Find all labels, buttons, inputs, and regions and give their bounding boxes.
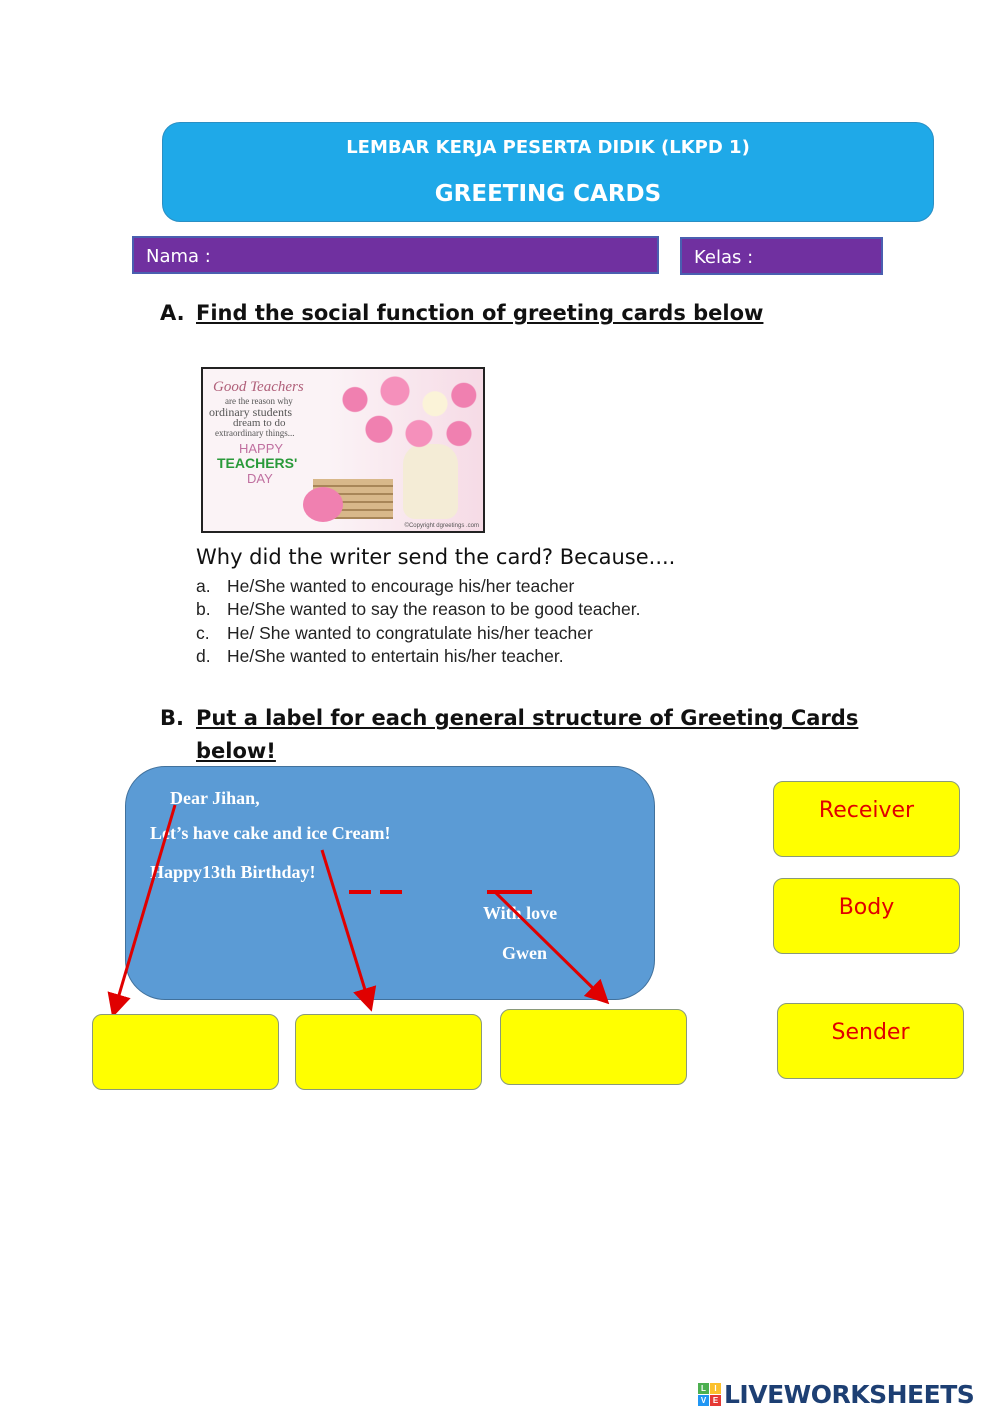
nama-field[interactable]: Nama :: [132, 236, 659, 274]
option-a[interactable]: a. He/She wanted to encourage his/her tea…: [196, 576, 574, 597]
card-closing: With love: [483, 903, 558, 923]
logo-text: LIVEWORKSHEETS: [724, 1380, 975, 1409]
section-b-title-cont: below!: [196, 739, 276, 763]
card-image-text: Good Teachers: [213, 379, 304, 395]
option-text: He/ She wanted to congratulate his/her t…: [227, 623, 593, 643]
option-letter: d.: [196, 646, 211, 666]
arrow-to-box-3: [493, 890, 610, 1005]
option-b[interactable]: b. He/She wanted to say the reason to be …: [196, 599, 640, 620]
option-letter: b.: [196, 599, 211, 619]
section-a-letter: A.: [160, 301, 185, 325]
teachers-day-card-image: Good Teachers are the reason why ordinar…: [201, 367, 485, 533]
option-c[interactable]: c. He/ She wanted to congratulate his/her…: [196, 623, 593, 644]
card-body-line2: Happy13th Birthday!: [150, 862, 316, 882]
answer-drop-box-3[interactable]: [500, 1009, 687, 1085]
card-image-copyright: ©Copyright dgreetings .com: [404, 523, 479, 529]
card-image-text: dream to do: [233, 417, 286, 429]
card-image-text: ordinary students: [209, 405, 292, 419]
section-b-title: Put a label for each general structure o…: [196, 706, 859, 730]
label-sender[interactable]: Sender: [777, 1003, 964, 1079]
option-text: He/She wanted to say the reason to be go…: [227, 599, 641, 619]
card-image-text: extraordinary things...: [215, 428, 295, 438]
card-image-text: HAPPY: [239, 441, 284, 456]
arrow-to-box-2: [320, 849, 377, 1012]
arrow-to-box-1: [107, 804, 177, 1018]
answer-drop-box-2[interactable]: [295, 1014, 482, 1090]
option-d[interactable]: d. He/She wanted to entertain his/her tea…: [196, 646, 564, 667]
card-image-text: are the reason why: [225, 396, 293, 406]
logo-letter: L: [698, 1383, 709, 1394]
logo-letter: V: [698, 1395, 709, 1406]
logo-icon: L I V E: [698, 1383, 721, 1406]
section-b-letter: B.: [160, 706, 184, 730]
header-banner: LEMBAR KERJA PESERTA DIDIK (LKPD 1) GREE…: [162, 122, 934, 222]
option-letter: a.: [196, 576, 211, 596]
option-text: He/She wanted to entertain his/her teach…: [227, 646, 564, 666]
header-title: GREETING CARDS: [434, 181, 662, 207]
option-letter: c.: [196, 623, 210, 643]
option-text: He/She wanted to encourage his/her teach…: [227, 576, 575, 596]
card-image-text: TEACHERS': [217, 455, 298, 471]
logo-letter: E: [710, 1395, 721, 1406]
kelas-field[interactable]: Kelas :: [680, 237, 883, 275]
question-text: Why did the writer send the card? Becaus…: [196, 545, 676, 569]
header-subtitle: LEMBAR KERJA PESERTA DIDIK (LKPD 1): [346, 137, 750, 158]
label-body[interactable]: Body: [773, 878, 960, 954]
label-receiver[interactable]: Receiver: [773, 781, 960, 857]
answer-drop-box-1[interactable]: [92, 1014, 279, 1090]
liveworksheets-logo: L I V E LIVEWORKSHEETS: [698, 1380, 975, 1409]
card-image-text: DAY: [247, 471, 273, 486]
card-greeting: Dear Jihan,: [170, 788, 260, 808]
logo-letter: I: [710, 1383, 721, 1394]
card-sender: Gwen: [502, 943, 547, 963]
card-body-line1: Let’s have cake and ice Cream!: [150, 823, 391, 843]
section-a-title: Find the social function of greeting car…: [196, 301, 764, 325]
rose-shape: [303, 487, 343, 522]
roses-shape: [323, 374, 483, 459]
